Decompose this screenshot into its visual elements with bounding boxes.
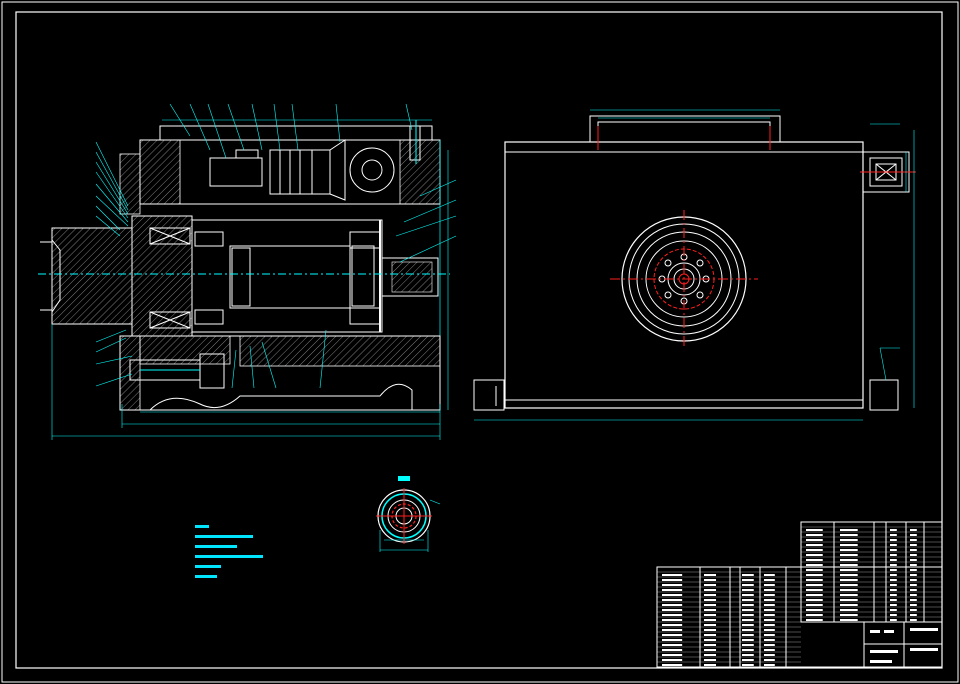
notes-block: [195, 525, 263, 578]
title-block: [656, 521, 943, 668]
detail-view: [376, 476, 441, 552]
top-view: [473, 109, 916, 421]
section-view: [38, 103, 457, 440]
